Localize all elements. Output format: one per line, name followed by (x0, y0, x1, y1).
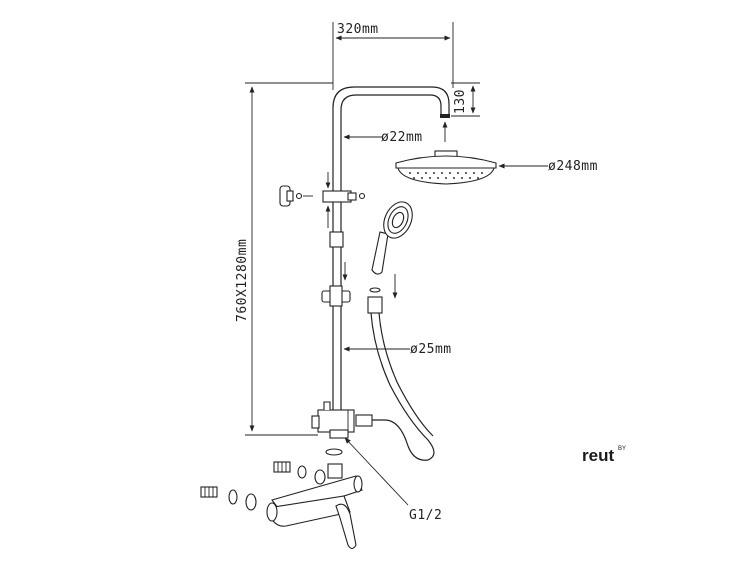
arm-drop-label: 130 (453, 89, 468, 114)
eccentric-fitting-lower (200, 486, 257, 511)
shower-hose (355, 287, 435, 461)
height-dimension: 760X1280mm (235, 82, 333, 436)
brand-logo-text: reut (582, 446, 614, 465)
brand-logo-mark: BY (618, 446, 626, 452)
hand-shower (371, 201, 413, 299)
upper-pipe-label: ø22mm (381, 130, 423, 145)
lower-pipe-label: ø25mm (410, 342, 452, 357)
slider-assembly (321, 231, 351, 307)
rain-shower-head: ø248mm (395, 150, 598, 185)
width-label: 320mm (337, 22, 379, 37)
arm-drop-dimension: 130 (451, 82, 480, 117)
width-dimension: 320mm (332, 22, 454, 90)
thread-label: G1/2 (409, 508, 442, 523)
upper-pipe-diameter: ø22mm (343, 121, 448, 145)
head-diameter-label: ø248mm (548, 159, 598, 174)
bath-mixer (266, 475, 363, 550)
lower-pipe-diameter: ø25mm (343, 342, 452, 357)
thread-callout: G1/2 (344, 437, 442, 523)
brand-logo: reut BY (582, 446, 626, 465)
riser-pipe (332, 86, 450, 412)
height-label: 760X1280mm (235, 239, 250, 322)
wall-bracket-top (279, 172, 366, 228)
diverter-block (311, 401, 355, 439)
mixer-assembly (200, 448, 363, 550)
eccentric-fitting-upper (273, 461, 326, 485)
